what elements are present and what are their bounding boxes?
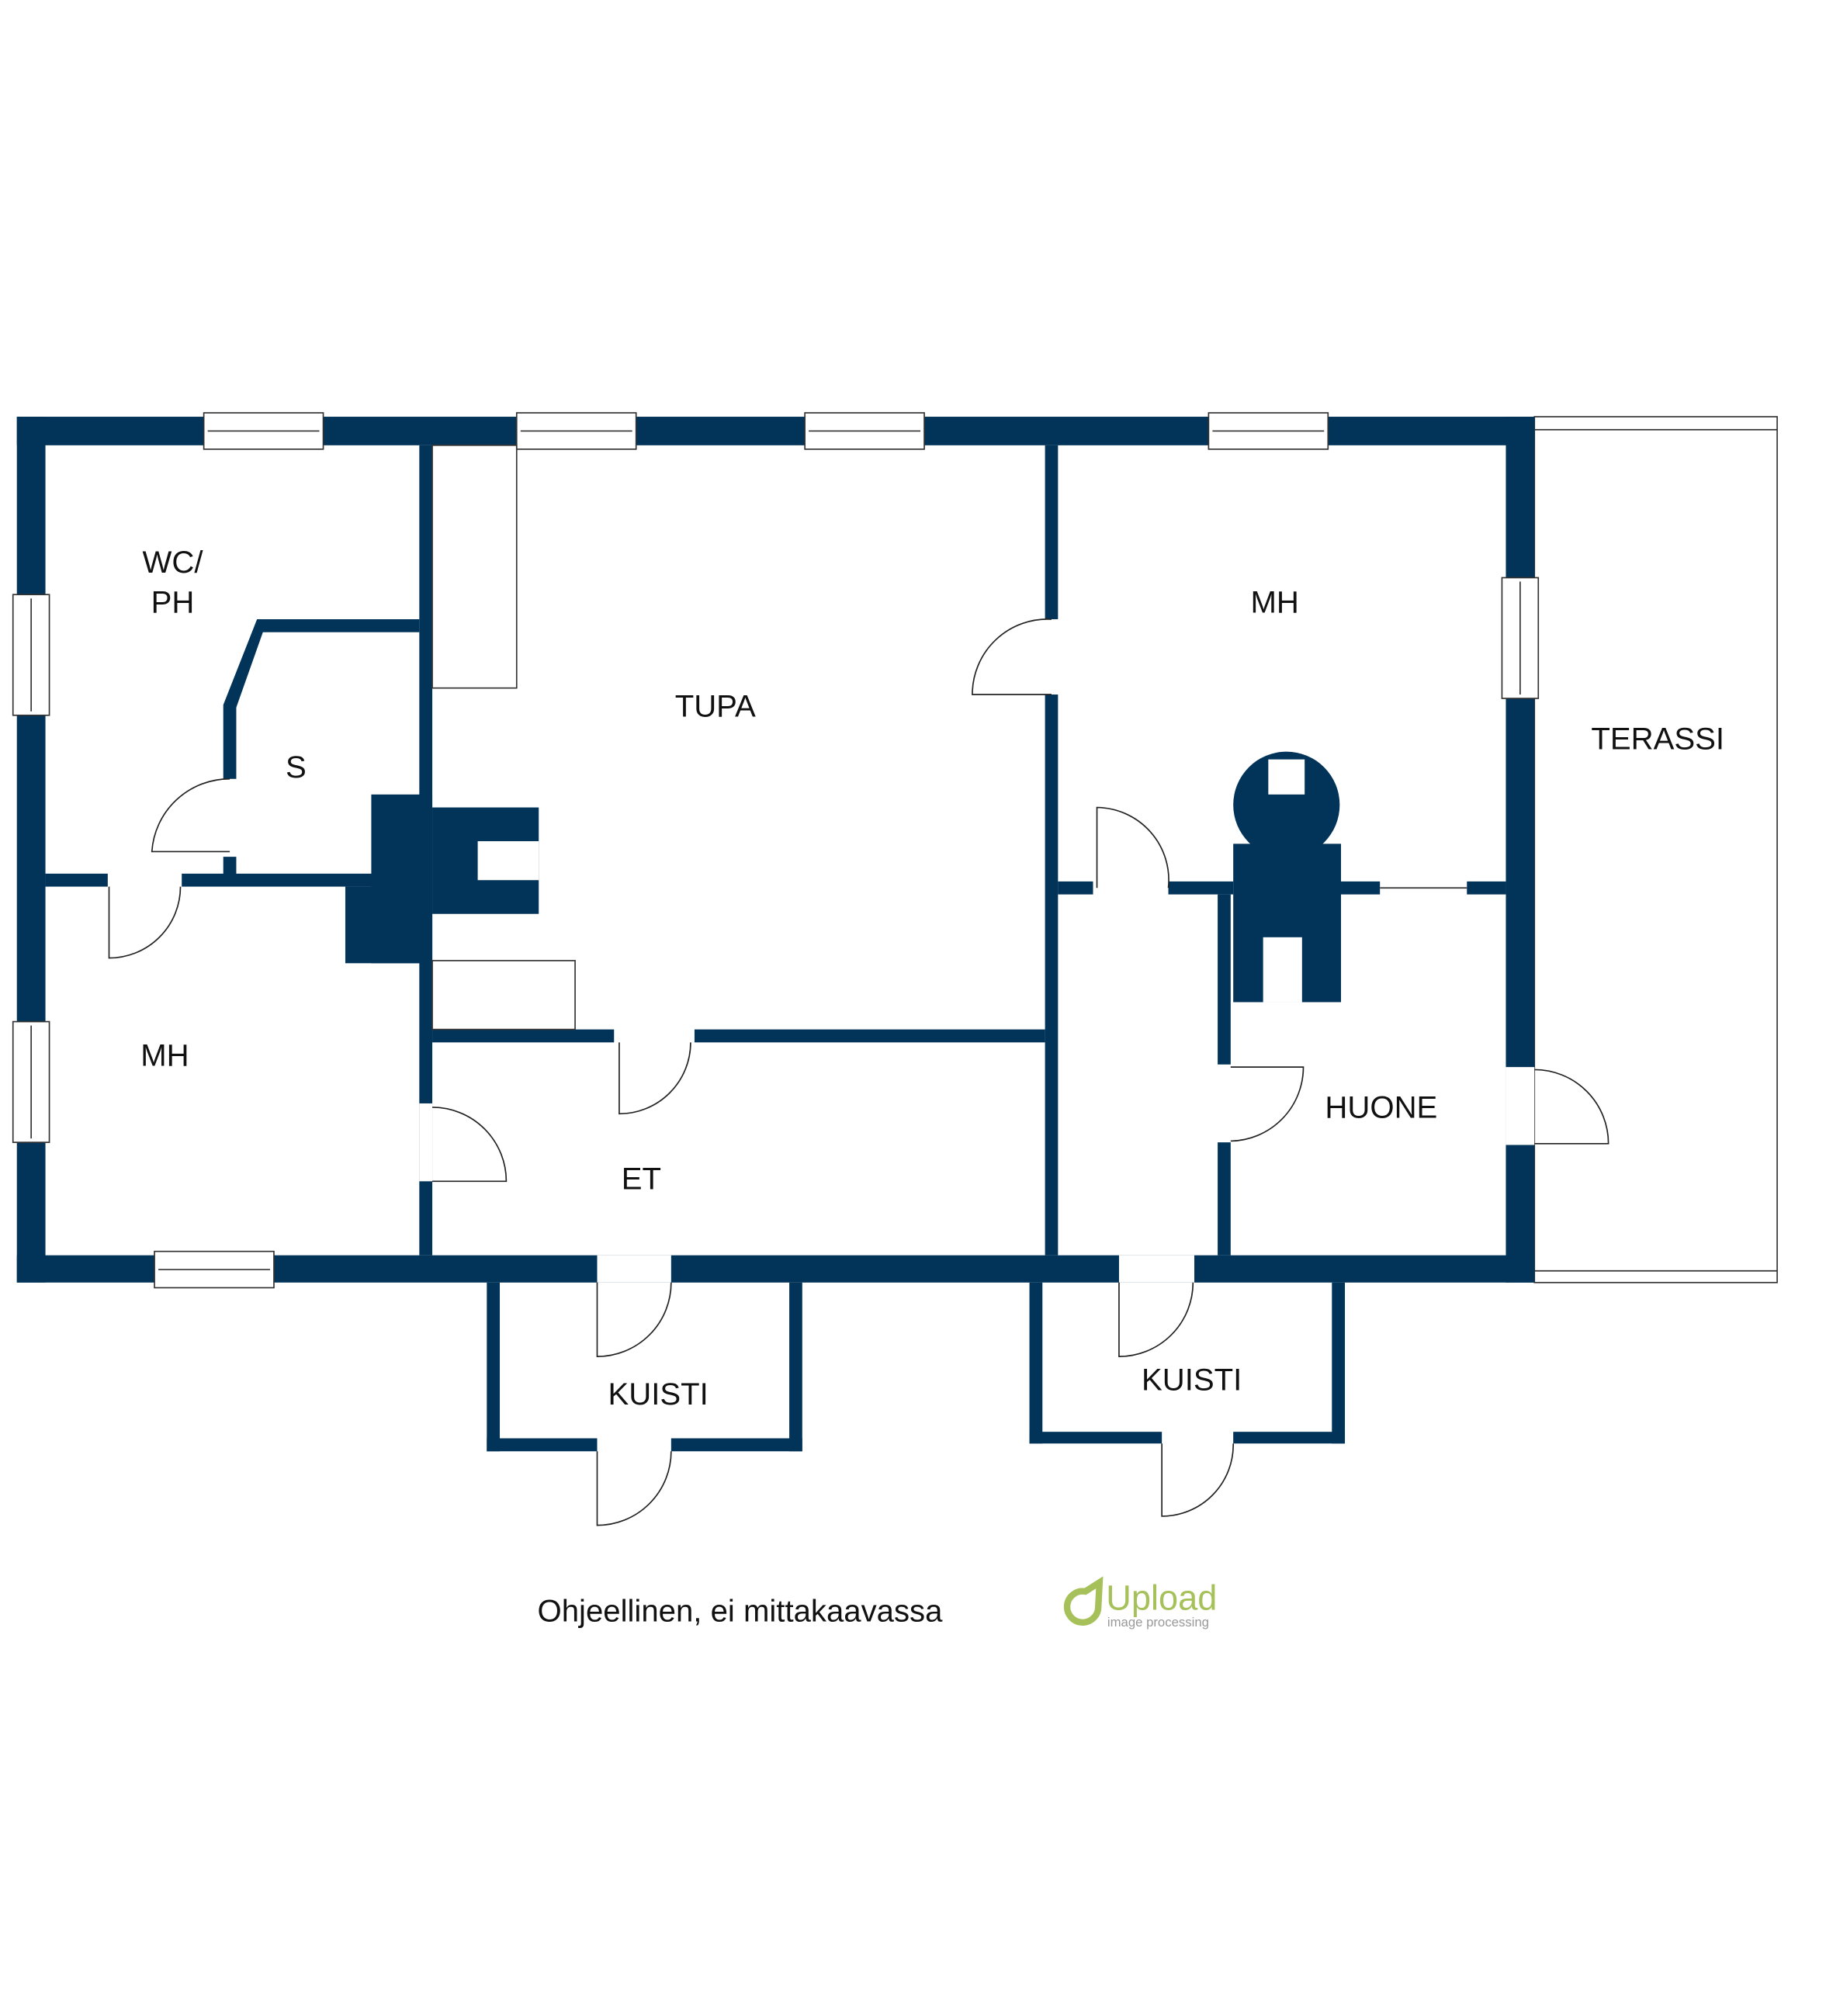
upload-logo: Upload image processing <box>1063 1576 1217 1630</box>
room-label-kuisti-right: KUISTI <box>1142 1363 1242 1398</box>
doors <box>108 618 1610 1526</box>
room-label-s: S <box>286 750 307 785</box>
room-label-terassi: TERASSI <box>1591 721 1724 756</box>
terrace-outline <box>1533 416 1778 1283</box>
room-label-wc-ph: PH <box>151 585 195 620</box>
room-label-wc-ph: WC/ <box>142 545 203 580</box>
room-label-huone: HUONE <box>1325 1089 1437 1124</box>
walls <box>16 417 1535 1452</box>
windows <box>12 412 1540 1289</box>
logo-drop-icon <box>1063 1576 1104 1626</box>
svg-text:image processing: image processing <box>1107 1615 1209 1630</box>
room-label-tupa: TUPA <box>675 688 756 723</box>
room-label-mh-left: MH <box>140 1037 189 1072</box>
room-label-et: ET <box>622 1161 661 1196</box>
room-label-mh-right: MH <box>1250 585 1298 620</box>
svg-text:Upload: Upload <box>1106 1578 1217 1617</box>
disclaimer-text: Ohjeellinen, ei mittakaavassa <box>538 1593 944 1628</box>
room-label-kuisti-left: KUISTI <box>608 1377 708 1412</box>
